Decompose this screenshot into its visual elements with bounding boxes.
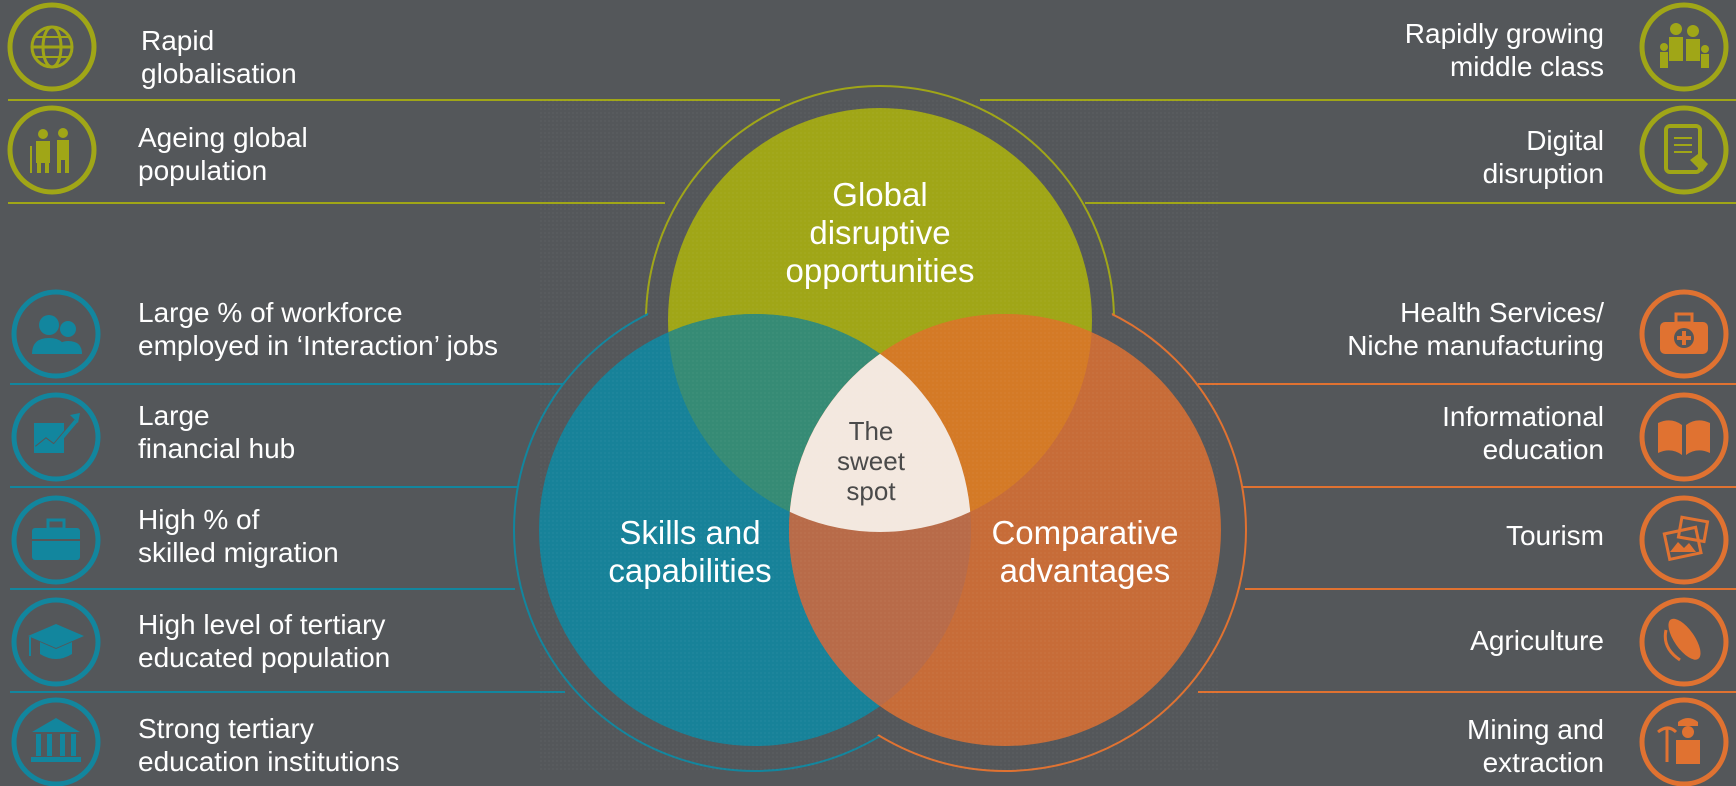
family-icon	[1639, 2, 1729, 92]
tablet-icon	[1639, 105, 1729, 195]
sweet-spot-line2: sweet	[837, 446, 905, 476]
right-item-line2: extraction	[1482, 747, 1604, 778]
open-book-icon	[1639, 392, 1729, 482]
left-item-line1: High level of tertiary	[138, 609, 386, 640]
left-item-line2: skilled migration	[138, 537, 339, 568]
sweet-spot-line3: spot	[846, 476, 896, 506]
right-item-line2: disruption	[1482, 158, 1604, 189]
left-item-line2: population	[138, 155, 268, 186]
right-item-mining: Mining and extraction	[1467, 713, 1604, 779]
sweet-spot-label: The sweet spot	[811, 416, 931, 506]
left-item-ageing-population: Ageing global population	[138, 121, 308, 187]
venn-label-global: Global disruptive opportunities	[740, 176, 1020, 290]
left-item-line2: employed in ‘Interaction’ jobs	[138, 330, 499, 361]
corn-icon	[1639, 597, 1729, 687]
miner-icon	[1639, 697, 1729, 786]
globe-icon	[7, 2, 97, 92]
elderly-couple-icon	[7, 105, 97, 195]
left-item-line2: education institutions	[138, 746, 400, 777]
left-item-financial-hub: Large financial hub	[138, 399, 295, 465]
left-item-line1: Rapid	[141, 25, 215, 56]
right-item-line1: Digital	[1526, 125, 1604, 156]
right-item-middle-class: Rapidly growing middle class	[1405, 17, 1604, 83]
left-item-line2: educated population	[138, 642, 391, 673]
left-item-line2: globalisation	[141, 58, 297, 89]
right-item-line2: Niche manufacturing	[1347, 330, 1604, 361]
left-item-rapid-globalisation: Rapid globalisation	[141, 24, 297, 90]
medical-kit-icon	[1639, 289, 1729, 379]
left-item-line1: Strong tertiary	[138, 713, 314, 744]
right-item-tourism: Tourism	[1506, 519, 1604, 552]
photos-icon	[1639, 495, 1729, 585]
right-item-health-services: Health Services/ Niche manufacturing	[1347, 296, 1604, 362]
growth-chart-icon	[11, 392, 101, 482]
left-item-line1: Large	[138, 400, 210, 431]
right-item-line2: middle class	[1449, 51, 1604, 82]
venn-global-line2: disruptive	[809, 214, 951, 251]
people-icon	[11, 289, 101, 379]
venn-label-advantages: Comparative advantages	[960, 514, 1210, 590]
right-item-line1: Agriculture	[1470, 625, 1604, 656]
left-item-line1: High % of	[138, 504, 260, 535]
right-item-line1: Rapidly growing	[1404, 18, 1604, 49]
venn-advantages-line2: advantages	[999, 552, 1171, 589]
venn-advantages-line1: Comparative	[991, 514, 1179, 551]
venn-skills-line2: capabilities	[608, 552, 772, 589]
left-item-tertiary-institutions: Strong tertiary education institutions	[138, 712, 400, 778]
right-item-line2: education	[1482, 434, 1604, 465]
right-item-line1: Informational	[1442, 401, 1604, 432]
right-item-line1: Mining and	[1467, 714, 1604, 745]
right-item-line1: Health Services/	[1400, 297, 1604, 328]
venn-global-line1: Global	[832, 176, 928, 213]
institution-icon	[11, 697, 101, 786]
graduation-cap-icon	[11, 597, 101, 687]
right-item-digital-disruption: Digital disruption	[1483, 124, 1604, 190]
left-item-tertiary-population: High level of tertiary educated populati…	[138, 608, 390, 674]
left-item-line1: Large % of workforce	[138, 297, 403, 328]
left-item-interaction-jobs: Large % of workforce employed in ‘Intera…	[138, 296, 498, 362]
right-item-agriculture: Agriculture	[1470, 624, 1604, 657]
sweet-spot-line1: The	[848, 416, 894, 446]
right-item-informational-education: Informational education	[1442, 400, 1604, 466]
venn-global-line3: opportunities	[785, 252, 975, 289]
left-item-skilled-migration: High % of skilled migration	[138, 503, 339, 569]
right-item-line1: Tourism	[1505, 520, 1604, 551]
left-item-line2: financial hub	[138, 433, 296, 464]
left-item-line1: Ageing global	[138, 122, 308, 153]
venn-skills-line1: Skills and	[619, 514, 761, 551]
venn-label-skills: Skills and capabilities	[570, 514, 810, 590]
briefcase-icon	[11, 495, 101, 585]
